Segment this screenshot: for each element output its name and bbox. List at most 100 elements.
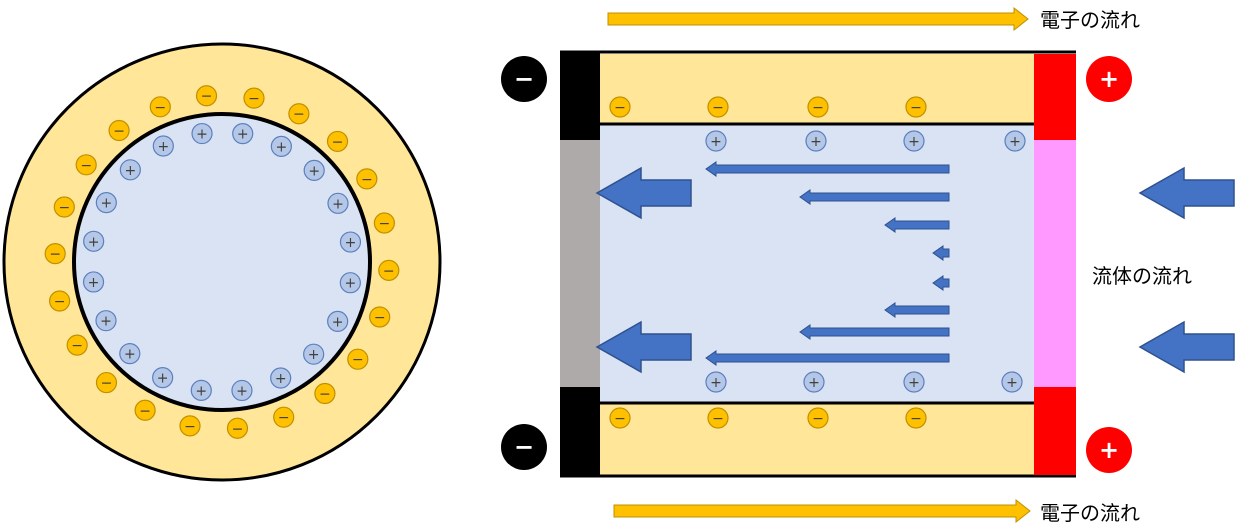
outflow-arrow-bottom: [595, 320, 692, 374]
negative-ion-icon: −: [149, 96, 171, 118]
svg-text:+: +: [710, 134, 722, 150]
flow-velocity-arrow: [884, 217, 950, 233]
positive-ion-icon: +: [270, 367, 292, 389]
svg-text:+: +: [100, 196, 112, 212]
negative-ion-icon: −: [807, 96, 829, 118]
minus-circle-icon: −: [501, 56, 547, 102]
electron-flow-label-top: 電子の流れ: [1040, 8, 1140, 32]
positive-ion-icon: +: [327, 310, 349, 332]
positive-ion-icon: +: [705, 371, 727, 393]
negative-ion-icon: −: [75, 154, 97, 176]
svg-text:−: −: [201, 89, 213, 105]
positive-ion-icon: +: [303, 343, 325, 365]
positive-ion-icon: +: [190, 379, 212, 401]
svg-text:+: +: [1009, 134, 1021, 150]
svg-text:+: +: [908, 375, 920, 391]
svg-text:+: +: [124, 347, 136, 363]
negative-ion-icon: −: [95, 371, 118, 394]
svg-text:+: +: [332, 314, 344, 330]
flow-velocity-arrow: [884, 302, 950, 318]
negative-ion-icon: −: [195, 85, 218, 107]
positive-ion-icon: +: [119, 343, 141, 365]
svg-text:−: −: [278, 410, 290, 426]
svg-text:−: −: [379, 216, 391, 232]
positive-electrode-top: [1034, 54, 1076, 140]
svg-text:+: +: [195, 383, 207, 399]
svg-text:+: +: [908, 134, 920, 150]
negative-ion-icon: −: [609, 407, 631, 429]
positive-ion-icon: +: [152, 367, 174, 389]
svg-text:+: +: [1006, 375, 1018, 391]
flow-velocity-arrow: [799, 189, 950, 205]
longitudinal-ions: −−−−−−−−++++++++: [609, 96, 1026, 429]
flow-velocity-arrow: [705, 161, 950, 177]
svg-text:−: −: [514, 433, 534, 461]
negative-ion-icon: −: [53, 196, 75, 218]
negative-ion-icon: −: [273, 406, 295, 428]
positive-electrode-bottom: [1034, 387, 1076, 475]
negative-ion-icon: −: [378, 259, 400, 281]
svg-text:+: +: [275, 139, 287, 155]
svg-text:+: +: [345, 235, 357, 251]
svg-text:−: −: [49, 247, 61, 263]
svg-text:−: −: [113, 123, 125, 139]
svg-text:+: +: [88, 275, 100, 291]
flow-velocity-arrow: [932, 245, 950, 261]
svg-text:−: −: [248, 91, 260, 107]
svg-text:−: −: [54, 294, 66, 310]
positive-ion-icon: +: [327, 192, 349, 214]
positive-ion-icon: +: [95, 192, 117, 214]
svg-text:+: +: [275, 371, 287, 387]
svg-text:−: −: [514, 65, 534, 93]
svg-text:+: +: [344, 276, 356, 292]
svg-text:+: +: [237, 127, 249, 143]
svg-text:−: −: [712, 100, 724, 116]
velocity-profile-arrows: [705, 161, 950, 366]
svg-text:+: +: [157, 371, 169, 387]
negative-ion-icon: −: [179, 415, 201, 437]
cross-section-ions: ++++++++++++++++++++−−−−−−−−−−−−−−−−−−−−…: [44, 85, 400, 439]
svg-text:+: +: [308, 347, 320, 363]
flow-velocity-arrow: [932, 275, 950, 291]
plus-circle-icon: +: [1086, 56, 1132, 102]
svg-text:−: −: [58, 200, 70, 216]
negative-electrode-top: [560, 52, 600, 140]
positive-ion-icon: +: [805, 130, 827, 152]
svg-text:−: −: [101, 376, 113, 392]
svg-text:−: −: [374, 310, 386, 326]
negative-ion-icon: −: [707, 96, 729, 118]
svg-text:−: −: [154, 100, 166, 116]
negative-ion-icon: −: [609, 96, 631, 118]
svg-text:−: −: [383, 263, 395, 279]
negative-ion-icon: −: [314, 382, 336, 405]
positive-ion-icon: +: [119, 159, 141, 181]
negative-ion-icon: −: [356, 168, 378, 190]
negative-ion-icon: −: [243, 87, 265, 109]
flow-velocity-arrow: [705, 350, 950, 366]
svg-text:−: −: [812, 411, 824, 427]
svg-text:+: +: [196, 127, 208, 143]
svg-text:−: −: [361, 172, 373, 188]
svg-text:−: −: [812, 100, 824, 116]
pipe-cross-section: ++++++++++++++++++++−−−−−−−−−−−−−−−−−−−−…: [2, 42, 442, 482]
positive-ion-icon: +: [95, 310, 117, 332]
svg-text:−: −: [910, 100, 922, 116]
negative-ion-icon: −: [66, 334, 88, 356]
negative-ion-icon: −: [905, 407, 927, 429]
negative-electrode-bottom: [560, 387, 600, 476]
svg-text:+: +: [308, 163, 320, 179]
svg-text:−: −: [712, 411, 724, 427]
negative-ion-icon: −: [49, 290, 71, 312]
inflow-arrow-top: [1138, 166, 1235, 220]
negative-ion-icon: −: [369, 306, 391, 328]
negative-ion-icon: −: [707, 407, 729, 429]
positive-ion-icon: +: [191, 122, 213, 145]
positive-ion-icon: +: [1001, 371, 1023, 393]
svg-text:−: −: [71, 338, 83, 354]
negative-ion-icon: −: [108, 119, 130, 142]
svg-text:−: −: [319, 387, 331, 403]
svg-text:+: +: [1099, 65, 1119, 93]
svg-text:−: −: [232, 421, 244, 437]
positive-ion-icon: +: [339, 272, 361, 294]
